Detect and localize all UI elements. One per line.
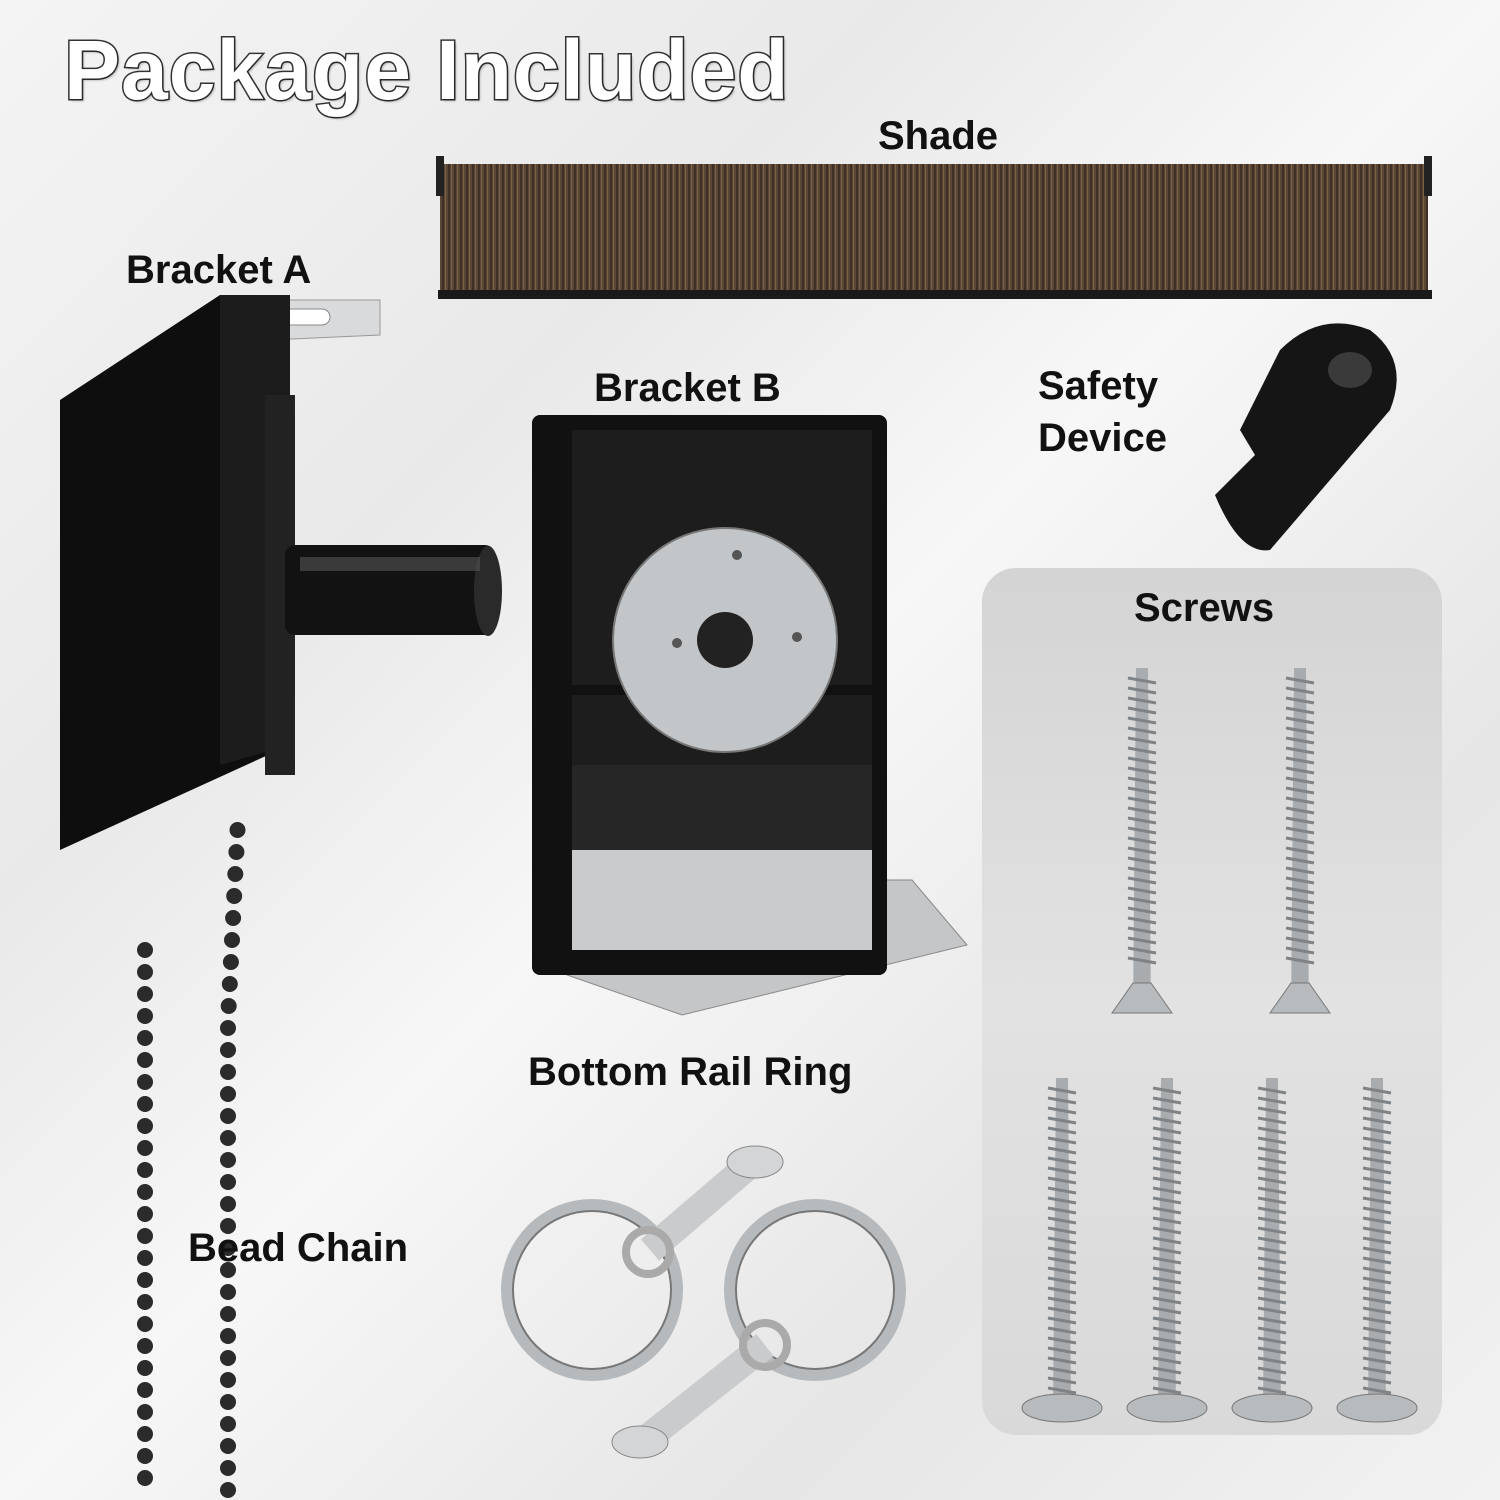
chain-bead: [220, 1108, 236, 1124]
chain-bead: [137, 1206, 153, 1222]
chain-bead: [220, 1482, 236, 1498]
bottom-rail-ring-label: Bottom Rail Ring: [528, 1050, 853, 1094]
safety-device-image: [1215, 323, 1397, 551]
chain-bead: [137, 1404, 153, 1420]
chain-bead: [137, 1030, 153, 1046]
chain-bead: [220, 1086, 236, 1102]
screw: [1111, 668, 1173, 1014]
bracket-b-image: [532, 415, 968, 1016]
bead-chain-label: Bead Chain: [188, 1226, 409, 1270]
chain-bead: [137, 1426, 153, 1442]
screw: [1336, 1078, 1418, 1423]
chain-bead: [137, 1162, 153, 1178]
chain-bead: [137, 1008, 153, 1024]
chain-bead: [137, 1316, 153, 1332]
chain-bead: [224, 932, 240, 948]
chain-bead: [220, 1438, 236, 1454]
safety-device-label-line1: Safety: [1038, 364, 1159, 408]
shade-image: [436, 156, 1432, 299]
chain-bead: [220, 1020, 236, 1036]
chain-bead: [220, 1372, 236, 1388]
chain-bead: [228, 844, 245, 860]
chain-bead: [137, 1096, 153, 1112]
chain-bead: [220, 1284, 236, 1300]
chain-bead: [220, 1042, 236, 1058]
chain-bead: [220, 1064, 236, 1080]
chain-bead: [137, 1118, 153, 1134]
shade-label: Shade: [878, 114, 999, 158]
chain-bead: [137, 1184, 153, 1200]
chain-bead: [227, 866, 244, 882]
screw: [1231, 1078, 1313, 1423]
chain-bead: [137, 942, 153, 958]
chain-bead: [222, 954, 239, 970]
chain-bead: [220, 1130, 236, 1146]
screws-image: [1021, 668, 1418, 1423]
chain-bead: [220, 1174, 236, 1190]
chain-bead: [229, 822, 246, 838]
bottom-rail-ring-image: [501, 1145, 906, 1459]
chain-bead: [137, 1074, 153, 1090]
chain-bead: [137, 1228, 153, 1244]
chain-bead: [137, 1052, 153, 1068]
bracket-a-label: Bracket A: [126, 248, 312, 292]
chain-bead: [220, 1262, 236, 1278]
chain-bead: [221, 976, 238, 992]
chain-bead: [220, 1460, 236, 1476]
chain-bead: [137, 1470, 153, 1486]
chain-bead: [225, 910, 242, 926]
bracket-a-image: [60, 295, 502, 850]
chain-bead: [220, 1240, 236, 1256]
chain-bead: [137, 1448, 153, 1464]
chain-bead: [220, 1306, 236, 1322]
chain-bead: [137, 1250, 153, 1266]
chain-bead: [220, 1152, 236, 1168]
safety-device-label: Safety Device: [1038, 360, 1167, 464]
screws-label: Screws: [1134, 586, 1275, 630]
chain-bead: [220, 1416, 236, 1432]
chain-bead: [137, 964, 153, 980]
chain-bead: [137, 1360, 153, 1376]
chain-bead: [137, 1338, 153, 1354]
chain-bead: [137, 986, 153, 1002]
screw: [1126, 1078, 1208, 1423]
chain-bead: [220, 998, 237, 1014]
chain-bead: [226, 888, 243, 904]
safety-device-label-line2: Device: [1038, 416, 1167, 460]
chain-bead: [220, 1394, 236, 1410]
chain-bead: [220, 1218, 236, 1234]
bracket-b-label: Bracket B: [594, 366, 781, 410]
page-title: Package Included: [63, 22, 791, 119]
chain-bead: [137, 1272, 153, 1288]
chain-bead: [137, 1382, 153, 1398]
chain-bead: [137, 1294, 153, 1310]
bead-chain-image: [137, 822, 246, 1498]
screw: [1269, 668, 1331, 1014]
chain-bead: [220, 1196, 236, 1212]
chain-bead: [220, 1328, 236, 1344]
screw: [1021, 1078, 1103, 1423]
chain-bead: [137, 1140, 153, 1156]
chain-bead: [220, 1350, 236, 1366]
